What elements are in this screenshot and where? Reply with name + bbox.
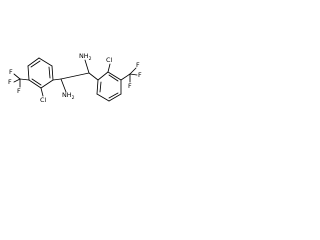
bond-left-ring	[51, 65, 54, 81]
bond-left-cl	[40, 87, 44, 97]
bond-right-cl	[107, 63, 111, 73]
bond-left-cf3	[19, 78, 30, 81]
bond-right-ring-double	[99, 81, 102, 93]
bond-right-ring-link	[88, 72, 99, 81]
bond-right-cf3	[120, 73, 131, 81]
bond-left-ring	[38, 57, 53, 67]
bond-left-ring-double	[30, 60, 41, 68]
atom-labels: NH2 NH2 Cl Cl F F F F F F	[8, 52, 142, 104]
label-nh2-lower: NH2	[62, 91, 75, 101]
label-f-left-2: F	[8, 78, 12, 86]
label-cl-right: Cl	[106, 56, 112, 64]
bond-right-ring	[107, 71, 122, 81]
label-cl-left: Cl	[40, 96, 46, 104]
bond-left-ring	[28, 79, 42, 89]
bond-right-cf3-f	[129, 73, 138, 76]
structure-diagram: NH2 NH2 Cl Cl F F F F F F	[0, 0, 152, 152]
label-nh2-upper: NH2	[79, 52, 92, 62]
bond-amine-right	[84, 59, 90, 74]
bond-right-ring	[96, 79, 99, 95]
bond-left-ring	[40, 79, 54, 89]
bond-left-ring-double	[48, 66, 51, 79]
label-f-right-1: F	[136, 61, 140, 69]
bond-right-ring	[108, 93, 122, 102]
label-f-left-1: F	[9, 68, 13, 76]
bond-amine-left	[60, 78, 67, 93]
bond-central	[60, 72, 90, 80]
label-f-right-2: F	[138, 71, 142, 79]
bond-right-ring-double	[108, 92, 119, 99]
molecule-structure: NH2 NH2 Cl Cl F F F F F F	[8, 52, 142, 104]
bond-right-cf3-f	[129, 67, 137, 75]
bond-lines	[13, 57, 138, 102]
bond-left-ring	[27, 65, 30, 81]
bond-right-ring	[96, 93, 110, 102]
bond-right-ring-double	[108, 74, 119, 82]
label-f-left-3: F	[17, 87, 21, 95]
bond-left-cf3-f	[13, 78, 21, 83]
bond-right-ring	[97, 71, 109, 81]
bond-left-cf3-f	[13, 73, 21, 80]
label-f-right-3: F	[128, 82, 132, 90]
bond-left-ring-double	[31, 78, 42, 86]
bond-left-ring	[27, 57, 40, 67]
bond-left-ring-link	[52, 78, 62, 81]
